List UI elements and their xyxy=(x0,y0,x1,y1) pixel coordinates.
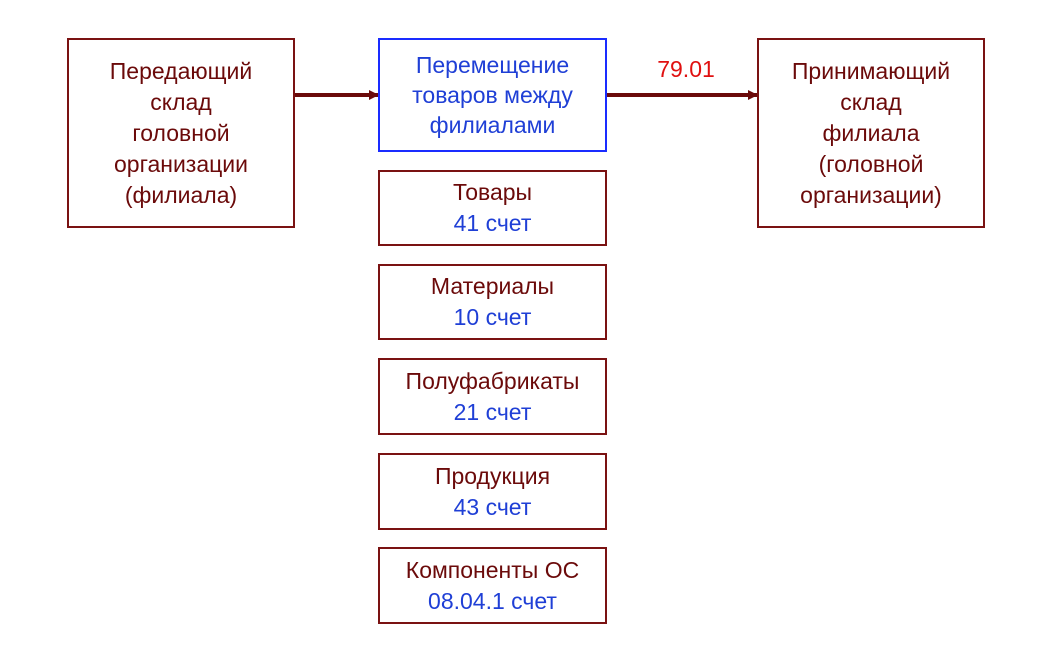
source-warehouse-box: Передающий склад головной организации (ф… xyxy=(67,38,295,228)
target-warehouse-box: Принимающий склад филиала (головной орга… xyxy=(757,38,985,228)
process-box: Перемещение товаров между филиалами xyxy=(378,38,607,152)
source-line: Передающий xyxy=(109,57,253,84)
item-name: Товары xyxy=(452,179,533,205)
item-name: Компоненты ОС xyxy=(405,556,580,583)
process-line: Перемещение xyxy=(415,52,570,78)
item-box-fixed-asset-components: Компоненты ОС 08.04.1 счет xyxy=(378,547,607,624)
item-account: 10 счет xyxy=(453,304,532,330)
item-box-materials: Материалы 10 счет xyxy=(378,264,607,340)
item-name: Полуфабрикаты xyxy=(405,367,580,394)
item-account: 41 счет xyxy=(453,210,532,236)
process-line: филиалами xyxy=(429,112,556,138)
item-name: Материалы xyxy=(430,273,555,299)
item-account: 08.04.1 счет xyxy=(428,587,557,614)
item-account: 21 счет xyxy=(453,398,532,425)
item-box-goods: Товары 41 счет xyxy=(378,170,607,246)
source-line: организации xyxy=(113,150,248,177)
item-box-products: Продукция 43 счет xyxy=(378,453,607,530)
item-name: Продукция xyxy=(434,462,551,489)
target-line: Принимающий xyxy=(791,57,951,84)
target-line: филиала xyxy=(822,119,920,146)
source-line: склад xyxy=(150,88,212,115)
process-line: товаров между xyxy=(412,82,573,108)
source-line: (филиала) xyxy=(124,181,238,208)
item-box-semifinished: Полуфабрикаты 21 счет xyxy=(378,358,607,435)
target-line: организации) xyxy=(800,181,942,208)
target-line: (головной xyxy=(818,150,924,177)
source-line: головной xyxy=(132,119,230,146)
item-account: 43 счет xyxy=(453,493,532,520)
target-line: склад xyxy=(840,88,902,115)
account-label: 79.01 xyxy=(657,56,715,82)
